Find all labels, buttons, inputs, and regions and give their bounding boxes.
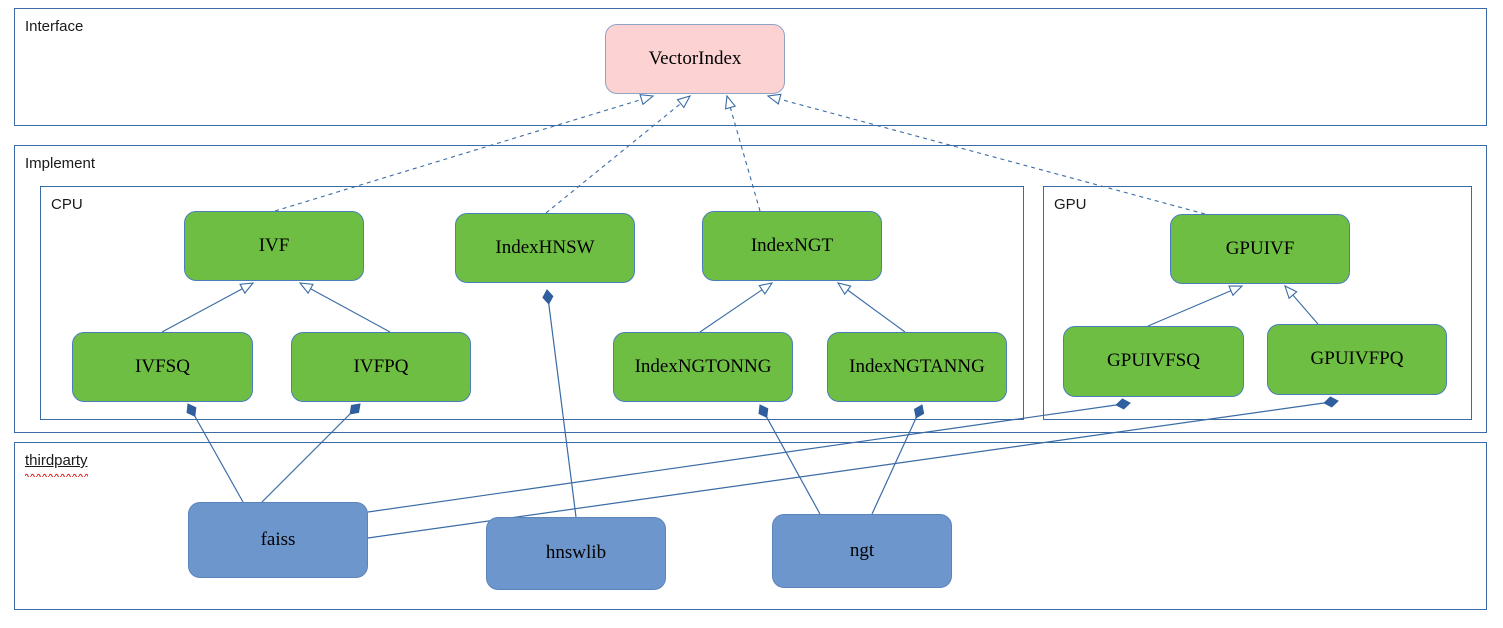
panel-label-thirdparty: thirdparty: [25, 452, 88, 469]
panel-label-implement: Implement: [25, 155, 96, 172]
class-node-label: IndexNGTONNG: [634, 355, 772, 377]
class-node-label: IVFSQ: [135, 355, 190, 377]
class-node-label: GPUIVF: [1225, 237, 1295, 259]
class-node-label: IndexHNSW: [495, 236, 595, 258]
class-node-label: IndexNGTANNG: [849, 355, 985, 377]
class-node-faiss[interactable]: faiss: [188, 502, 368, 578]
class-node-label: IndexNGT: [750, 234, 834, 256]
class-node-label: GPUIVFPQ: [1310, 348, 1404, 370]
class-node-indexngtonng[interactable]: IndexNGTONNG: [613, 332, 793, 402]
class-node-indexhnsw[interactable]: IndexHNSW: [455, 213, 635, 283]
class-node-indexngtanng[interactable]: IndexNGTANNG: [827, 332, 1007, 402]
class-node-indexngt[interactable]: IndexNGT: [702, 211, 882, 281]
class-node-label: IVF: [258, 234, 290, 256]
class-node-label: GPUIVFSQ: [1107, 350, 1200, 372]
class-node-label: faiss: [260, 528, 296, 550]
class-node-gpuivfsq[interactable]: GPUIVFSQ: [1063, 326, 1244, 397]
class-node-label: IVFPQ: [353, 355, 409, 377]
class-node-ivfsq[interactable]: IVFSQ: [72, 332, 253, 402]
class-node-hnswlib[interactable]: hnswlib: [486, 517, 666, 590]
panel-label-interface: Interface: [25, 18, 84, 35]
class-node-gpuivf[interactable]: GPUIVF: [1170, 214, 1350, 284]
class-node-ngt[interactable]: ngt: [772, 514, 952, 588]
class-node-ivf[interactable]: IVF: [184, 211, 364, 281]
panel-label-gpu: GPU: [1054, 196, 1087, 213]
class-node-vectorindex[interactable]: VectorIndex: [605, 24, 785, 94]
class-node-label: VectorIndex: [648, 47, 742, 69]
class-node-ivfpq[interactable]: IVFPQ: [291, 332, 471, 402]
class-node-label: ngt: [849, 539, 875, 561]
spellcheck-squiggle: [25, 472, 88, 477]
class-node-label: hnswlib: [545, 542, 607, 564]
panel-label-cpu: CPU: [51, 196, 83, 213]
class-node-gpuivfpq[interactable]: GPUIVFPQ: [1267, 324, 1447, 395]
